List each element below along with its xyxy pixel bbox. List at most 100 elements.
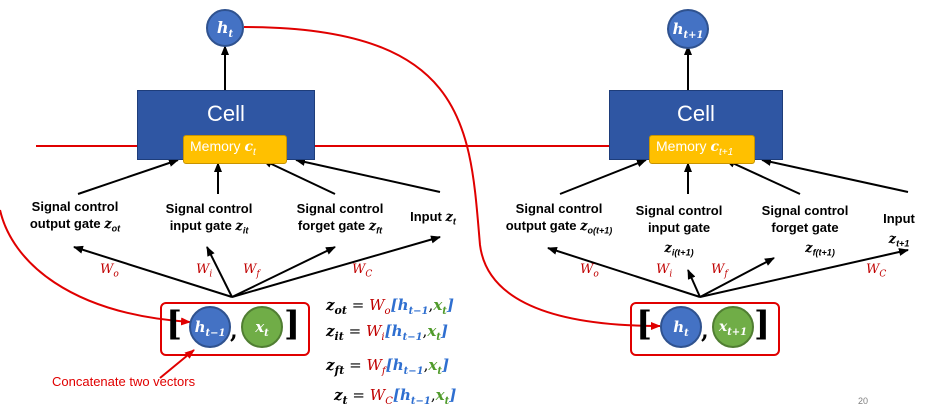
cell2-weight-o: Wo	[580, 262, 599, 280]
cell2-forget-gate-sub: f(t+1)	[812, 247, 835, 258]
cell1-output-base: h	[216, 18, 229, 37]
cell2-comma: ,	[701, 318, 709, 344]
cell2-title: Cell	[677, 101, 715, 126]
cell1-fan-forget	[231, 246, 336, 298]
cell1-output-gate-sub: ot	[111, 223, 121, 234]
equation-output: zot = Wo[ht−1,xt]	[326, 296, 454, 317]
cell2-fan-input	[687, 269, 701, 298]
cell2-input-arrow	[761, 158, 909, 193]
cell2-forget-gate-label: Signal control forget gate zf(t+1)	[746, 202, 864, 262]
cell2-memory-label: Memory	[656, 138, 707, 154]
cell1-h-prev-base: h	[194, 318, 206, 336]
cell1-fan-output	[73, 245, 233, 298]
cell2-output-node: ht+1	[667, 9, 709, 49]
cell2-x-sub: t+1	[727, 326, 748, 338]
cell2-forget-gate-var: z	[805, 241, 813, 256]
cell1-forget-gate-var: z	[368, 219, 377, 234]
cell2-output-gate-line1: Signal control	[515, 201, 603, 216]
cell1-input-gate-label: Signal control input gate zit	[148, 200, 270, 240]
cell1-forget-gate-label: Signal control forget gate zft	[276, 200, 404, 240]
cell2-x-base: x	[718, 319, 728, 335]
cell2-input-label: Input zt+1	[874, 210, 924, 253]
cell1-output-gate-var: z	[104, 217, 112, 232]
cell2-open-bracket: [	[636, 304, 653, 344]
cell2-h-sub: t	[684, 328, 689, 339]
cell2-fan-forget	[699, 257, 775, 298]
cell1-forget-gate-sub: ft	[376, 225, 383, 236]
cell2-forget-gate-line2: forget gate	[771, 220, 839, 235]
cell2-fan-in	[699, 248, 909, 298]
cell2-input-gate-sub: i(t+1)	[671, 247, 694, 258]
cell2-output-gate-sub: o(t+1)	[587, 225, 613, 236]
cell1-title: Cell	[207, 101, 245, 126]
cell1-memory: Memory ct	[183, 135, 287, 164]
cell1-output-node: ht	[206, 9, 244, 47]
cell2-output-gate-arrow	[559, 159, 647, 195]
cell2-concat-box	[630, 302, 780, 356]
cell2-output-sub: t+1	[683, 30, 704, 41]
cell2-input-gate-label: Signal control input gate zi(t+1)	[618, 202, 740, 262]
cell2-input-sub: t+1	[896, 238, 910, 249]
cell1-fan-input	[206, 246, 233, 298]
cell2-input-gate-var: z	[664, 241, 672, 256]
cell2-close-bracket: ]	[754, 304, 771, 344]
cell1-weight-f: Wf	[243, 262, 260, 280]
cell2-input-gate-line2: input gate	[647, 220, 711, 235]
cell2-weight-i: Wi	[656, 262, 673, 280]
cell1-input-var: z	[445, 210, 453, 225]
cell1-weight-o: Wo	[100, 262, 119, 280]
cell2-output-base: h	[672, 20, 684, 38]
equation-forget: zft = Wf[ht−1,xt]	[326, 356, 450, 377]
cell1-concat-box	[160, 302, 310, 356]
cell1-close-bracket: ]	[284, 304, 301, 344]
cell2-input-var: z	[888, 232, 897, 247]
cell1-input-gate-sub: it	[242, 225, 249, 236]
cell1-forget-gate-line1: Signal control	[296, 201, 384, 216]
cell1-weight-i: Wi	[196, 262, 213, 280]
cell1-x-base: x	[255, 318, 265, 336]
equation-cell-input: zt = WC[ht−1,xt]	[334, 386, 457, 407]
cell1-weight-c: WC	[352, 262, 373, 280]
cell1-comma: ,	[230, 318, 238, 344]
cell1-input-label: Input zt	[398, 208, 468, 231]
cell1-output-gate-arrow	[77, 159, 179, 195]
h-prev-curve	[0, 209, 191, 326]
cell1-input-arrow	[295, 158, 441, 193]
cell1-x-node: xt	[241, 306, 283, 348]
cell1-open-bracket: [	[166, 304, 183, 344]
cell1-x-sub: t	[264, 328, 269, 339]
cell2-forget-gate-line1: Signal control	[761, 203, 849, 218]
page-number: 20	[858, 396, 869, 406]
h-feedback-curve	[243, 26, 661, 330]
cell2-output-gate-var: z	[580, 219, 588, 234]
cell1-h-prev-sub: t−1	[205, 328, 226, 339]
cell1-input-line1: Input	[410, 209, 442, 224]
cell2-weight-c: WC	[866, 262, 887, 280]
cell2-weight-f: Wf	[711, 262, 728, 280]
cell1-output-gate-line2: output gate	[29, 216, 101, 231]
cell2-forget-gate-arrow	[725, 159, 801, 195]
cell2-h-base: h	[673, 318, 685, 336]
cell1-h-prev-node: ht−1	[189, 306, 231, 348]
equation-input: zit = Wi[ht−1,xt]	[326, 322, 449, 343]
cell2-fan-output	[547, 246, 701, 298]
cell2-input-gate-line1: Signal control	[635, 203, 723, 218]
cell2-memory-var: c	[710, 139, 719, 155]
cell1-input-sub: t	[452, 216, 456, 227]
cell2-memory: Memory ct+1	[649, 135, 755, 164]
cell1-output-sub: t	[228, 29, 234, 41]
cell1-input-gate-var: z	[235, 219, 243, 234]
cell1-memory-sub: t	[252, 146, 256, 158]
cell1-input-gate-line2: input gate	[169, 218, 232, 233]
cell1-input-gate-line1: Signal control	[165, 201, 253, 216]
cell2-x-node: xt+1	[712, 306, 754, 348]
cell1-memory-label: Memory	[190, 138, 241, 154]
cell2-output-gate-line2: output gate	[505, 218, 577, 233]
cell2-memory-sub: t+1	[718, 146, 734, 158]
cell1-output-gate-label: Signal control output gate zot	[0, 198, 150, 238]
concat-note: Concatenate two vectors	[52, 374, 196, 389]
cell1-output-gate-line1: Signal control	[31, 199, 119, 214]
cell1-memory-var: c	[244, 139, 253, 155]
cell2-input-line1: Input	[883, 211, 915, 226]
